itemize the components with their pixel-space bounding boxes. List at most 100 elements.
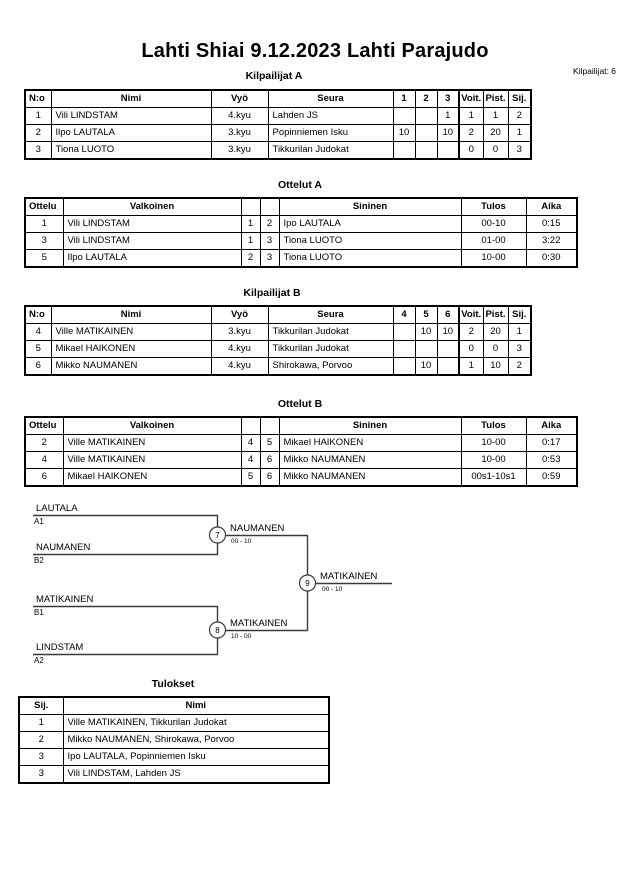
cell-blue-no: 5 <box>259 434 280 452</box>
col-blue: Sininen <box>278 197 462 216</box>
table-row: 3 Tiona LUOTO 3.kyu Tikkurilan Judokat 0… <box>24 141 532 160</box>
bracket-match-number: 7 <box>215 531 220 540</box>
bracket-entry-seed: A2 <box>34 656 44 665</box>
cell-points: 0 <box>482 340 509 358</box>
entrant-count-label: Kilpailijat: 6 <box>573 66 616 76</box>
matches-b-table: Ottelu Valkoinen Sininen Tulos Aika 2 Vi… <box>24 416 578 487</box>
cell-match: 3 <box>24 232 64 250</box>
bracket-entry-seed: B2 <box>34 556 44 565</box>
col-white-no <box>240 197 261 216</box>
table-row: 5 Mikael HAIKONEN 4.kyu Tikkurilan Judok… <box>24 340 532 358</box>
cell-club: Popinniemen Isku <box>267 124 394 142</box>
cell-points: 20 <box>482 124 509 142</box>
cell-points: 20 <box>482 323 509 341</box>
table-row: 2 Ilpo LAUTALA 3.kyu Popinniemen Isku 10… <box>24 124 532 142</box>
cell-no: 1 <box>24 107 52 125</box>
col-rank: Sij. <box>18 696 64 715</box>
cell-white-no: 1 <box>240 215 261 233</box>
cell-rank: 2 <box>507 107 532 125</box>
matches-b-caption: Ottelut B <box>277 398 323 410</box>
cell-score-5: 10 <box>414 323 438 341</box>
col-opponent-2: 2 <box>414 89 438 108</box>
cell-score-2 <box>414 107 438 125</box>
table-row: 3 Ipo LAUTALA, Popinniemen Isku <box>18 748 330 766</box>
cell-name: Mikko NAUMANEN <box>50 357 212 376</box>
cell-club: Tikkurilan Judokat <box>267 340 394 358</box>
col-name: Nimi <box>50 89 212 108</box>
cell-club: Tikkurilan Judokat <box>267 141 394 160</box>
col-points: Pist. <box>482 305 509 324</box>
col-club: Seura <box>267 305 394 324</box>
cell-score-6: 10 <box>436 323 460 341</box>
cell-no: 6 <box>24 357 52 376</box>
cell-name: Ipo LAUTALA, Popinniemen Isku <box>62 748 330 766</box>
cell-points: 10 <box>482 357 509 376</box>
bracket-match-score: 00 - 10 <box>231 538 252 545</box>
col-opponent-1: 1 <box>392 89 416 108</box>
cell-blue: Tiona LUOTO <box>278 249 462 268</box>
bracket-entry-seed: B1 <box>34 608 44 617</box>
cell-match: 5 <box>24 249 64 268</box>
matches-a-caption: Ottelut A <box>278 179 322 191</box>
col-blue: Sininen <box>278 416 462 435</box>
cell-blue-no: 3 <box>259 249 280 268</box>
results-table: Sij. Nimi 1 Ville MATIKAINEN, Tikkurilan… <box>18 696 330 784</box>
cell-score-6 <box>436 340 460 358</box>
cell-blue-no: 6 <box>259 468 280 487</box>
cell-score-2 <box>414 141 438 160</box>
cell-name: Ilpo LAUTALA <box>50 124 212 142</box>
cell-no: 4 <box>24 323 52 341</box>
cell-wins: 2 <box>458 323 484 341</box>
cell-match: 4 <box>24 451 64 469</box>
cell-wins: 2 <box>458 124 484 142</box>
bracket-entry-name: LINDSTAM <box>36 642 83 653</box>
cell-rank: 1 <box>507 124 532 142</box>
cell-white-no: 4 <box>240 434 261 452</box>
results-caption: Tulokset <box>151 678 195 690</box>
cell-name: Vili LINDSTAM, Lahden JS <box>62 765 330 784</box>
cell-white-no: 2 <box>240 249 261 268</box>
table-row: 1 Ville MATIKAINEN, Tikkurilan Judokat <box>18 714 330 732</box>
cell-blue: Tiona LUOTO <box>278 232 462 250</box>
col-name: Nimi <box>50 305 212 324</box>
cell-match: 2 <box>24 434 64 452</box>
table-row: 6 Mikko NAUMANEN 4.kyu Shirokawa, Porvoo… <box>24 357 532 376</box>
cell-score-3: 10 <box>436 124 460 142</box>
cell-score-1 <box>392 141 416 160</box>
col-match: Ottelu <box>24 197 64 216</box>
cell-result: 00s1-10s1 <box>460 468 527 487</box>
cell-no: 3 <box>24 141 52 160</box>
cell-score-5 <box>414 340 438 358</box>
cell-score-1: 10 <box>392 124 416 142</box>
table-row: 1 Vili LINDSTAM 1 2 Ipo LAUTALA 00-10 0:… <box>24 215 578 233</box>
cell-time: 0:30 <box>525 249 578 268</box>
col-belt: Vyö <box>210 89 269 108</box>
cell-white-no: 4 <box>240 451 261 469</box>
cell-belt: 3.kyu <box>210 323 269 341</box>
col-blue-no <box>259 416 280 435</box>
cell-time: 0:17 <box>525 434 578 452</box>
cell-belt: 3.kyu <box>210 141 269 160</box>
cell-rank: 3 <box>18 765 64 784</box>
cell-no: 5 <box>24 340 52 358</box>
table-row: 4 Ville MATIKAINEN 3.kyu Tikkurilan Judo… <box>24 323 532 341</box>
cell-rank: 3 <box>507 141 532 160</box>
cell-belt: 4.kyu <box>210 340 269 358</box>
cell-score-2 <box>414 124 438 142</box>
cell-name: Tiona LUOTO <box>50 141 212 160</box>
cell-points: 0 <box>482 141 509 160</box>
cell-club: Lahden JS <box>267 107 394 125</box>
table-row: 3 Vili LINDSTAM 1 3 Tiona LUOTO 01-00 3:… <box>24 232 578 250</box>
cell-score-5: 10 <box>414 357 438 376</box>
col-white: Valkoinen <box>62 197 242 216</box>
bracket-final-score: 00 - 10 <box>322 586 343 593</box>
cell-blue: Mikko NAUMANEN <box>278 468 462 487</box>
cell-wins: 0 <box>458 141 484 160</box>
cell-no: 2 <box>24 124 52 142</box>
col-opponent-5: 5 <box>414 305 438 324</box>
cell-result: 10-00 <box>460 249 527 268</box>
bracket-match-number: 8 <box>215 626 220 635</box>
cell-time: 0:15 <box>525 215 578 233</box>
bracket-entry-seed: A1 <box>34 517 44 526</box>
col-white: Valkoinen <box>62 416 242 435</box>
